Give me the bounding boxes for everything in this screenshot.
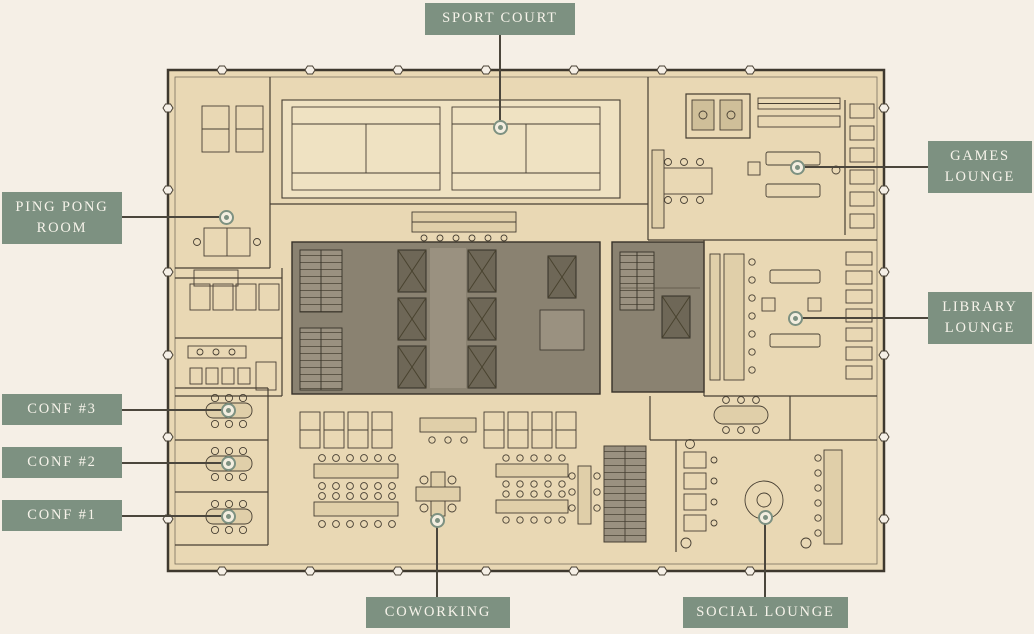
leader-sport-court	[499, 35, 501, 121]
social-lounge-furniture	[680, 396, 843, 549]
leader-ping-pong-room	[122, 216, 219, 218]
marker-ping-pong-room[interactable]	[220, 211, 232, 223]
callout-sport-court[interactable]: SPORT COURT	[425, 3, 575, 35]
leader-coworking	[436, 527, 438, 598]
callout-sport-court-label: SPORT COURT	[442, 10, 558, 27]
pantry-counter	[411, 211, 517, 242]
marker-social-lounge[interactable]	[759, 511, 771, 523]
callout-ping-pong-room-line2: ROOM	[36, 220, 88, 236]
callout-library-lounge-line2: LOUNGE	[944, 320, 1016, 336]
leader-library-lounge	[802, 317, 928, 319]
marker-sport-court[interactable]	[494, 121, 506, 133]
ping-pong-tables	[193, 105, 264, 287]
callout-ping-pong-room[interactable]: PING PONG ROOM	[2, 192, 122, 244]
leader-conf-3	[122, 409, 222, 411]
callout-conf-1[interactable]: CONF #1	[2, 500, 122, 531]
callout-coworking-label: COWORKING	[384, 603, 492, 620]
marker-library-lounge[interactable]	[789, 312, 801, 324]
callout-social-lounge[interactable]: SOCIAL LOUNGE	[683, 597, 848, 628]
callout-library-lounge-line1: LIBRARY	[942, 298, 1018, 315]
marker-coworking[interactable]	[431, 514, 443, 526]
callout-conf-3-label: CONF #3	[27, 400, 97, 417]
stairs	[603, 445, 647, 543]
restrooms	[187, 283, 280, 391]
sport-courts	[281, 99, 621, 199]
callout-games-lounge-line2: LOUNGE	[944, 169, 1016, 185]
callout-conf-1-label: CONF #1	[27, 506, 97, 523]
callout-conf-2-label: CONF #2	[27, 453, 97, 470]
games-lounge-furniture	[651, 97, 875, 229]
callout-conf-2[interactable]: CONF #2	[2, 447, 122, 478]
marker-games-lounge[interactable]	[791, 161, 803, 173]
callout-conf-3[interactable]: CONF #3	[2, 394, 122, 425]
furniture	[187, 97, 875, 549]
callout-games-lounge[interactable]: GAMES LOUNGE	[928, 141, 1032, 193]
callout-library-lounge[interactable]: LIBRARY LOUNGE	[928, 292, 1032, 344]
callout-games-lounge-line1: GAMES	[950, 147, 1010, 164]
interior-walls	[175, 77, 877, 552]
marker-conf-1[interactable]	[222, 510, 234, 522]
marker-conf-2[interactable]	[222, 457, 234, 469]
library-lounge-furniture	[709, 251, 873, 381]
leader-social-lounge	[764, 524, 766, 598]
callout-ping-pong-room-line1: PING PONG	[15, 198, 109, 215]
coworking-furniture	[299, 411, 601, 528]
callout-social-lounge-label: SOCIAL LOUNGE	[696, 603, 835, 620]
leader-games-lounge	[804, 166, 928, 168]
marker-conf-3[interactable]	[222, 404, 234, 416]
leader-conf-2	[122, 462, 222, 464]
callout-coworking[interactable]: COWORKING	[366, 597, 510, 628]
leader-conf-1	[122, 515, 222, 517]
core	[291, 241, 705, 395]
